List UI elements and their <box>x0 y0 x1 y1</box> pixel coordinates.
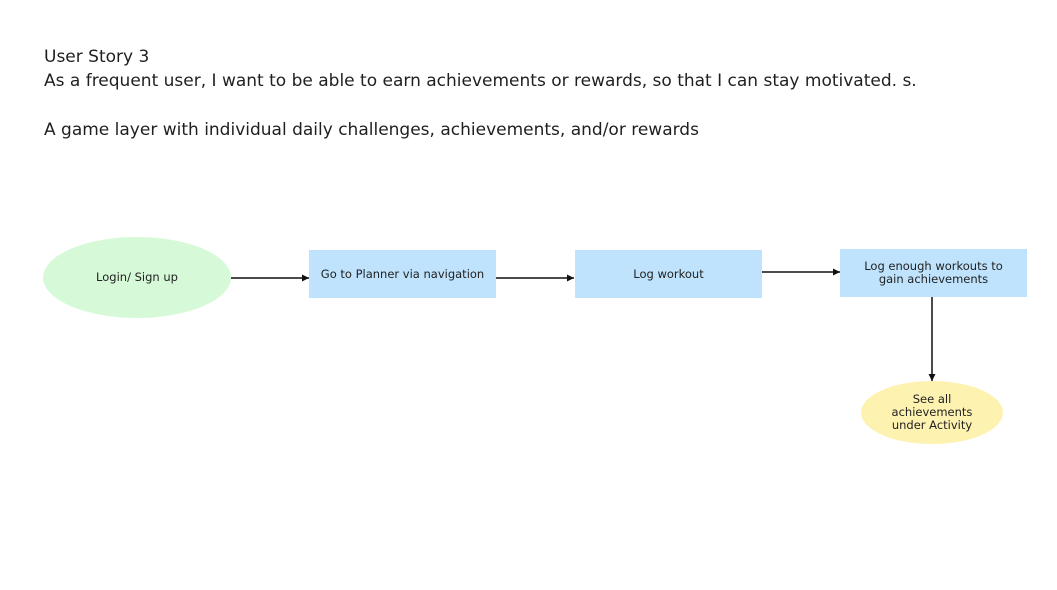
node-go-to-planner: Go to Planner via navigation <box>309 250 496 298</box>
story-title: User Story 3 <box>44 47 150 67</box>
node-see-achievements: See all achievements under Activity <box>861 381 1003 444</box>
user-story-text: As a frequent user, I want to be able to… <box>44 71 917 91</box>
node-label: Log workout <box>633 266 704 281</box>
node-label: Login/ Sign up <box>96 270 178 284</box>
node-label: Log enough workouts to gain achievements <box>864 259 1003 286</box>
node-login-signup: Login/ Sign up <box>43 237 231 318</box>
node-log-enough-workouts: Log enough workouts to gain achievements <box>840 249 1027 297</box>
node-label: See all achievements under Activity <box>891 392 973 432</box>
story-description: A game layer with individual daily chall… <box>44 120 699 140</box>
node-label: Go to Planner via navigation <box>320 266 485 281</box>
node-log-workout: Log workout <box>575 250 762 298</box>
